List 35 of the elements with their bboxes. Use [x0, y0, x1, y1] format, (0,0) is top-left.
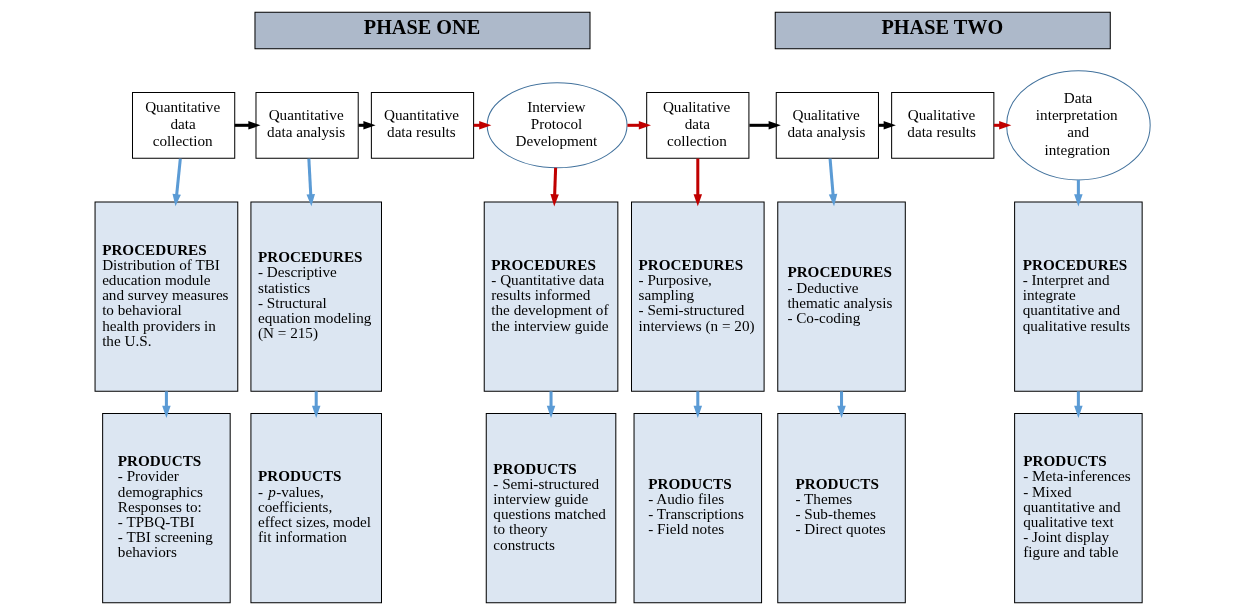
node-box: PHASE TWO [774, 11, 1111, 50]
arrow [549, 167, 559, 207]
arrow [1073, 391, 1083, 418]
arrow [161, 391, 171, 418]
arrow [693, 391, 702, 418]
arrow [306, 158, 315, 207]
node-ellipse: Interview Protocol Development [486, 82, 628, 169]
node-box: PROCEDURES - Interpret and integrate quantitative and qualitative results [1013, 201, 1143, 392]
node-box: Quantitative data results [370, 91, 474, 159]
node-box: Qualitative data results [890, 91, 994, 159]
arrow [626, 121, 651, 130]
node-box: Quantitative data analysis [255, 91, 359, 159]
arrow [693, 158, 702, 207]
node-box: PROCEDURES - Purposive, sampling - Semi-structured interviews (n = 20) [630, 201, 765, 392]
node-box: PROCEDURES - Descriptive statistics - Structural equation modeling (N = 215) [249, 201, 382, 392]
node-box: Qualitative data collection [645, 91, 749, 159]
node-box: PROCEDURES - Quantitative data results informed the development of the interview guide [483, 201, 618, 392]
arrow [748, 121, 781, 130]
arrow [546, 391, 555, 418]
node-box: PRODUCTS - Provider demographics Responses to: - TPBQ-TBI - TBI screening behaviors [101, 413, 231, 604]
arrow [171, 158, 182, 207]
node-box: PROCEDURES Distribution of TBI education module and survey measures to behavioral health providers in the U.S. [94, 201, 238, 392]
arrow [836, 391, 846, 418]
node-box: PRODUCTS - Meta-inferences - Mixed quantitative and qualitative text - Joint display figure and table [1013, 413, 1143, 604]
node-box: Quantitative data collection [131, 91, 235, 159]
node-ellipse: Data interpretation and integration [1005, 70, 1151, 181]
node-box: PRODUCTS - Themes - Sub-themes - Direct quotes [776, 413, 906, 604]
node-box: PRODUCTS - Audio files - Transcriptions - Field notes [633, 413, 762, 604]
arrow [311, 391, 320, 418]
node-box: PRODUCTS - Semi-structured interview guide questions matched to theory constructs [485, 413, 616, 604]
node-box: PRODUCTS - p-values, coefficients, effect sizes, model fit information [249, 413, 382, 604]
node-box: Qualitative data analysis [775, 91, 879, 159]
arrow [828, 158, 837, 207]
node-box: PHASE ONE [253, 11, 590, 50]
node-box: PROCEDURES - Deductive thematic analysis - Co-coding [776, 201, 906, 392]
